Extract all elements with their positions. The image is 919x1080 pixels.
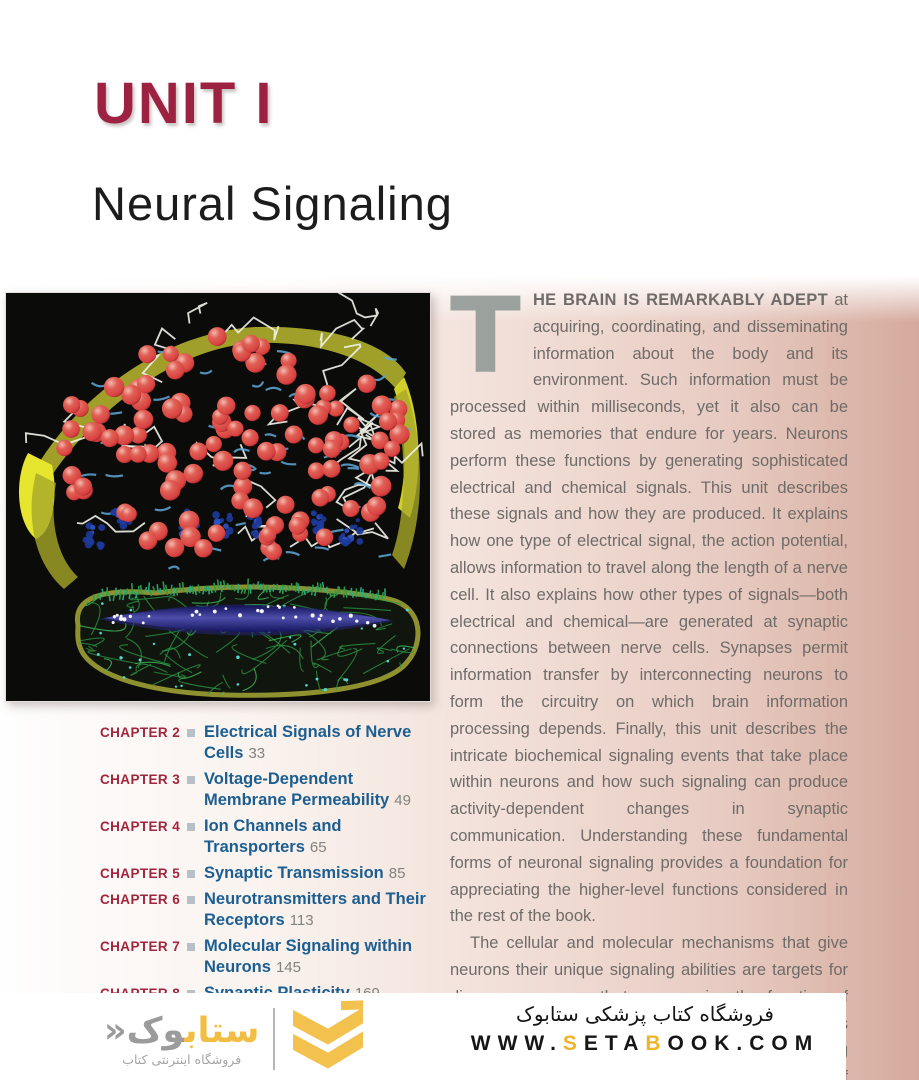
chapter-row: CHAPTER 7 Molecular Signaling within Neu… <box>100 936 436 978</box>
store-title: فروشگاه کتاب پزشکی ستابوک <box>516 1002 774 1026</box>
intro-paragraph-1: T HE BRAIN IS REMARKABLY ADEPT at acquiri… <box>450 275 848 930</box>
chapter-label: CHAPTER 2 <box>100 725 181 740</box>
url-accent-s: S <box>562 1032 584 1055</box>
intro-text: T HE BRAIN IS REMARKABLY ADEPT at acquiri… <box>450 275 848 1080</box>
chapter-title-text: Ion Channels and Transporters <box>204 817 342 856</box>
chapter-page-number: 85 <box>388 865 406 882</box>
chapter-page-number: 65 <box>309 839 327 856</box>
logo-divider <box>273 1007 276 1070</box>
unit-kicker: UNIT I <box>94 71 274 136</box>
chapter-label: CHAPTER 4 <box>100 819 181 834</box>
logo-wordmark: ستابوک« <box>104 1011 259 1051</box>
chapter-page-number: 113 <box>289 912 314 929</box>
wordmark-gray-part: وک <box>126 1010 185 1051</box>
chapter-page-number: 33 <box>248 745 266 762</box>
url-part: ETA <box>583 1032 646 1055</box>
chapter-row: CHAPTER 2 Electrical Signals of Nerve Ce… <box>100 722 436 764</box>
logo-subtitle: فروشگاه اینترنتی کتاب <box>122 1051 242 1067</box>
square-bullet-icon <box>187 896 195 904</box>
square-bullet-icon <box>187 776 195 784</box>
chapter-page-number: 49 <box>394 792 411 809</box>
site-url: WWW.SETABOOK.COM <box>450 1032 840 1056</box>
chapter-title-text: Voltage-Dependent Membrane Permeability <box>204 770 390 809</box>
chapter-title-text: Synaptic Transmission <box>204 864 384 882</box>
url-part: WWW. <box>470 1032 563 1055</box>
chapter-row: CHAPTER 3 Voltage-Dependent Membrane Per… <box>100 769 436 811</box>
chapter-label: CHAPTER 3 <box>100 772 181 787</box>
dropcap-letter: T <box>450 275 521 397</box>
synapse-illustration <box>5 292 431 702</box>
square-bullet-icon <box>187 729 195 737</box>
watermark-footer: ستابوک« فروشگاه اینترنتی کتاب فروشگاه کت… <box>0 993 846 1080</box>
chapter-label: CHAPTER 5 <box>100 866 181 881</box>
chapter-title-text: Neurotransmitters and Their Receptors <box>204 890 426 929</box>
logo-wordmark-block: ستابوک« فروشگاه اینترنتی کتاب <box>104 1011 259 1067</box>
double-chevron-icon <box>289 1000 367 1077</box>
chapter-label: CHAPTER 6 <box>100 892 181 907</box>
chapter-title-text: Molecular Signaling within Neurons <box>204 937 413 976</box>
chapter-label: CHAPTER 7 <box>100 939 181 954</box>
footer-right-block: فروشگاه کتاب پزشکی ستابوک WWW.SETABOOK.C… <box>450 1001 840 1056</box>
lead-caps: HE BRAIN IS REMARKABLY ADEPT <box>532 291 828 309</box>
url-part: OOK.COM <box>667 1032 820 1055</box>
chapter-list: CHAPTER 2 Electrical Signals of Nerve Ce… <box>100 722 436 1004</box>
square-bullet-icon <box>187 943 195 951</box>
chapter-title-text: Electrical Signals of Nerve Cells <box>204 723 412 762</box>
url-accent-b: B <box>645 1032 668 1055</box>
page-title: Neural Signaling <box>92 177 453 230</box>
wordmark-yellow-part: ستاب <box>184 1010 260 1051</box>
wordmark-guillemet-icon: « <box>104 1010 127 1051</box>
chapter-page-number: 145 <box>275 959 301 976</box>
paragraph-1-body: at acquiring, coordinating, and dissemin… <box>450 291 848 926</box>
chapter-row: CHAPTER 6 Neurotransmitters and Their Re… <box>100 889 436 931</box>
setabook-logo: ستابوک« فروشگاه اینترنتی کتاب <box>104 1000 367 1077</box>
square-bullet-icon <box>187 870 195 878</box>
square-bullet-icon <box>187 823 195 831</box>
